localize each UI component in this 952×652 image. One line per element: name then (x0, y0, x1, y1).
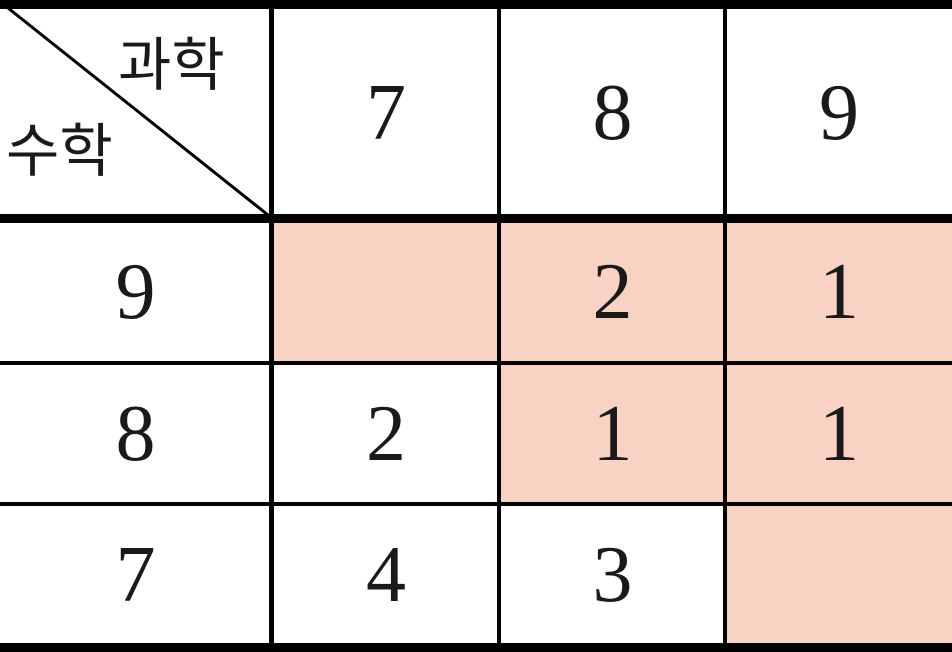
column-header-7: 7 (366, 68, 406, 157)
cell-8-7: 2 (366, 390, 406, 478)
cell-8-8: 1 (499, 365, 726, 504)
diagonal-divider (7, 6, 269, 217)
row-header-9: 9 (115, 248, 156, 336)
column-divider (723, 0, 727, 652)
row-divider (0, 502, 952, 506)
cell-8-9: 1 (726, 365, 952, 504)
column-header-9: 9 (819, 68, 859, 157)
cell-7-8: 3 (592, 530, 633, 619)
cell-7-9 (726, 506, 952, 644)
column-header-8: 8 (592, 68, 633, 157)
corner-header-cell: 과학 수학 (0, 0, 271, 218)
column-header-label: 과학 (118, 31, 225, 99)
cell-9-9: 1 (726, 222, 952, 363)
header-rule (0, 214, 952, 223)
top-rule (0, 0, 952, 9)
bottom-rule (0, 643, 952, 652)
column-divider (269, 0, 274, 652)
cell-9-8: 2 (499, 222, 726, 363)
cell-7-7: 4 (366, 530, 406, 619)
row-header-8: 8 (115, 390, 156, 478)
cell-9-7 (273, 222, 499, 363)
column-divider (497, 0, 501, 652)
row-header-7: 7 (115, 530, 156, 619)
row-header-label: 수학 (6, 117, 113, 185)
row-divider (0, 361, 952, 365)
